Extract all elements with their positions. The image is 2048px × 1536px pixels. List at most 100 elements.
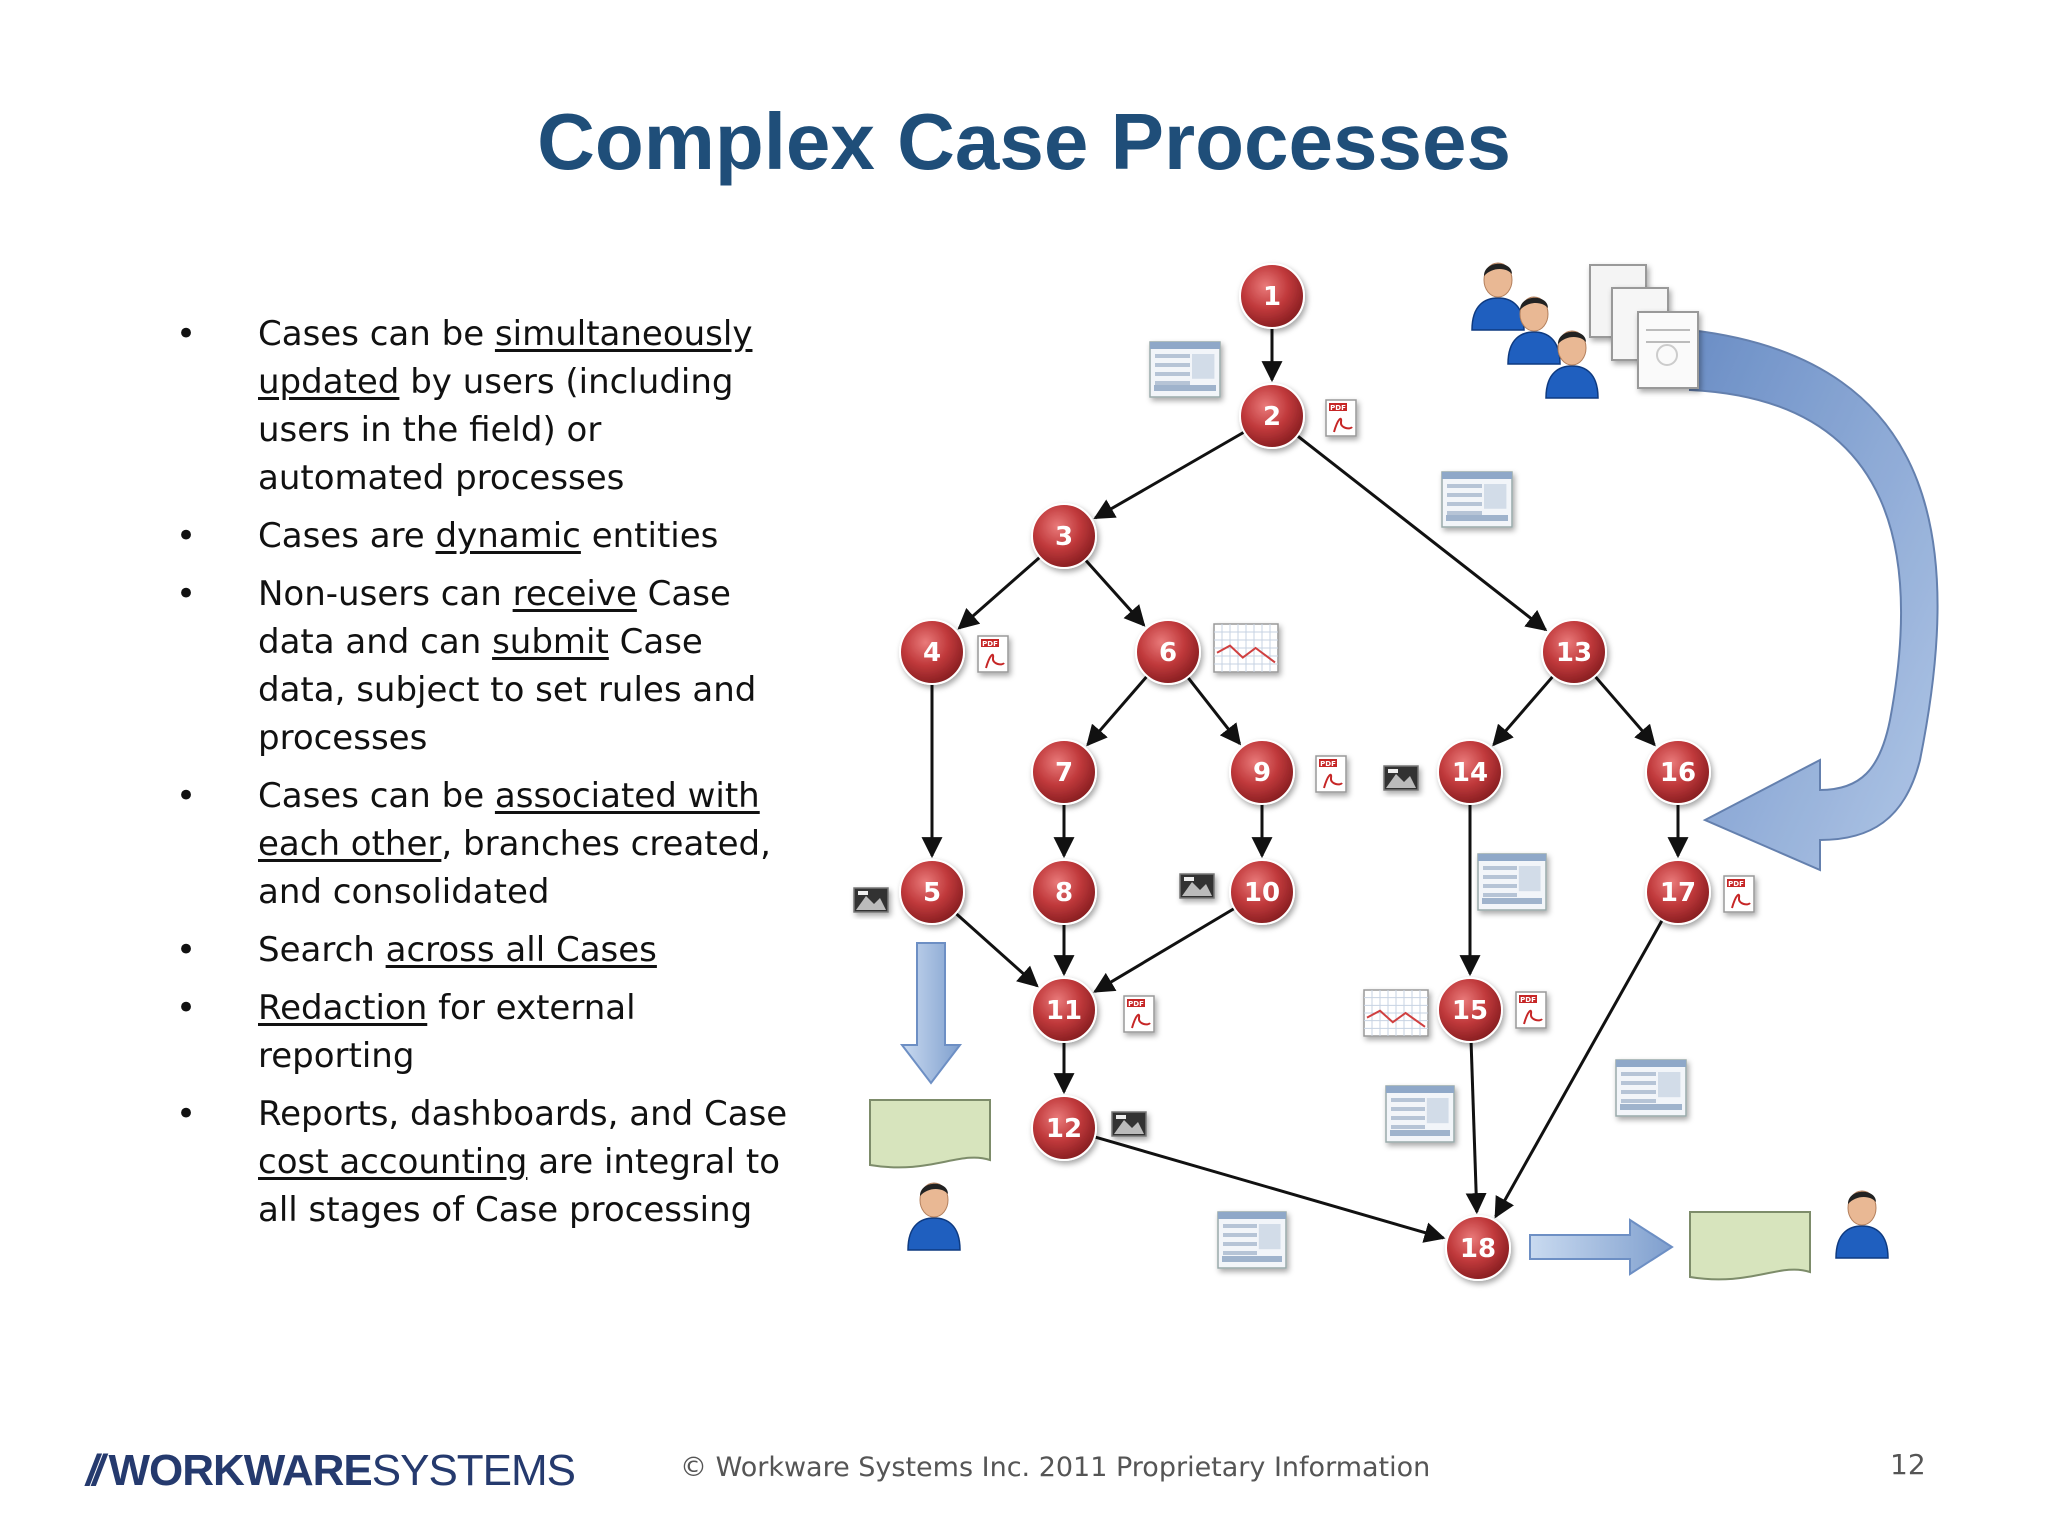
screenshot-icon — [1149, 341, 1221, 398]
person-icon — [1471, 262, 1525, 331]
bullet-marker: • — [176, 1094, 197, 1134]
edge-3-6 — [1084, 558, 1146, 627]
node-8: 8 — [1031, 859, 1097, 925]
bullet-list: • Cases can be simultaneously updated by … — [176, 310, 796, 1244]
bullet-text: Reports, dashboards, and Case — [258, 1094, 788, 1134]
node-label: 14 — [1452, 758, 1488, 788]
node-circle — [1239, 263, 1305, 329]
bullet-text: Cases are — [258, 516, 436, 556]
page-number: 12 — [1890, 1448, 1926, 1481]
node-circle — [1541, 619, 1607, 685]
node-circle — [1031, 977, 1097, 1043]
logo-text-light: SYSTEMS — [371, 1446, 576, 1495]
bullet-marker: • — [176, 314, 197, 354]
node-7: 7 — [1031, 739, 1097, 805]
node-15: 15 — [1437, 977, 1503, 1043]
node-13: 13 — [1541, 619, 1607, 685]
bullet-marker: • — [176, 516, 197, 556]
node-circle — [1445, 1215, 1511, 1281]
screenshot-icon — [1217, 1211, 1287, 1269]
bullet-emphasis: cost accounting — [258, 1142, 528, 1182]
footer-copyright: © Workware Systems Inc. 2011 Proprietary… — [680, 1452, 1431, 1483]
bullet-marker: • — [176, 776, 197, 816]
person-icon — [1835, 1190, 1889, 1259]
node-17: 17 — [1645, 859, 1711, 925]
node-label: 13 — [1556, 638, 1592, 668]
logo-text-bold: WORKWARE — [108, 1446, 372, 1495]
pdf-icon: PDF — [1315, 755, 1347, 793]
photo-icon — [1383, 765, 1419, 791]
bullet-emphasis: simultaneously updated — [258, 314, 753, 402]
edge-2-13 — [1296, 434, 1548, 632]
node-circle — [1031, 859, 1097, 925]
edge-6-9 — [1186, 676, 1242, 746]
node-circle — [899, 859, 965, 925]
node-6: 6 — [1135, 619, 1201, 685]
down-block-arrow — [899, 942, 963, 1085]
edge-12-18 — [1094, 1135, 1446, 1243]
node-label: 12 — [1046, 1114, 1082, 1144]
node-circle — [899, 619, 965, 685]
bullet-text: Cases can be — [258, 776, 495, 816]
edge-2-3 — [1093, 430, 1246, 520]
node-circle — [1229, 859, 1295, 925]
node-18: 18 — [1445, 1215, 1511, 1281]
node-4: 4 — [899, 619, 965, 685]
bullet-text: are integral to all stages of Case proce… — [258, 1142, 781, 1230]
bullet-item: • Reports, dashboards, and Case cost acco… — [176, 1090, 796, 1234]
pdf-icon: PDF — [1515, 991, 1547, 1029]
pdf-icon: PDF — [977, 635, 1009, 673]
node-circle — [1437, 977, 1503, 1043]
node-label: 2 — [1263, 402, 1281, 432]
graph-paper-icon — [1363, 989, 1429, 1037]
pdf-icon-label: PDF — [1128, 1000, 1144, 1008]
node-label: 8 — [1055, 878, 1073, 908]
edge-5-11 — [954, 912, 1039, 988]
bullet-marker: • — [176, 574, 197, 614]
person-icon — [907, 1182, 961, 1251]
bullet-emphasis: receive — [512, 574, 637, 614]
bullet-item: • Cases can be associated with each other… — [176, 772, 796, 916]
node-label: 7 — [1055, 758, 1073, 788]
bullet-item: •Redaction for external reporting — [176, 984, 796, 1080]
node-circle — [1229, 739, 1295, 805]
screenshot-icon — [1615, 1059, 1687, 1117]
node-circle — [1135, 619, 1201, 685]
bullet-emphasis: dynamic — [435, 516, 581, 556]
bullet-text: Case data and can — [258, 574, 731, 662]
bullet-text: by users (including users in the field) … — [258, 362, 734, 498]
edge-15-18 — [1465, 1041, 1487, 1215]
node-11: 11 — [1031, 977, 1097, 1043]
node-label: 5 — [923, 878, 941, 908]
node-3: 3 — [1031, 503, 1097, 569]
node-label: 18 — [1460, 1234, 1496, 1264]
photo-icon — [1179, 873, 1215, 899]
node-label: 6 — [1159, 638, 1177, 668]
bullet-emphasis: associated with each other — [258, 776, 760, 864]
logo-slash: // — [86, 1446, 105, 1495]
node-label: 10 — [1244, 878, 1280, 908]
node-label: 17 — [1660, 878, 1696, 908]
edge-13-16 — [1593, 675, 1656, 747]
node-circle — [1239, 383, 1305, 449]
node-label: 11 — [1046, 996, 1082, 1026]
return-curve-arrow — [1689, 328, 1939, 872]
node-circle — [1031, 503, 1097, 569]
edge-17-18 — [1494, 919, 1664, 1219]
screenshot-icon — [1477, 853, 1547, 911]
node-9: 9 — [1229, 739, 1295, 805]
node-10: 10 — [1229, 859, 1295, 925]
node-label: 3 — [1055, 522, 1073, 552]
pdf-icon-label: PDF — [982, 640, 998, 648]
screenshot-icon — [1385, 1085, 1455, 1143]
bullet-emphasis: across all Cases — [385, 930, 657, 970]
node-5: 5 — [899, 859, 965, 925]
edge-3-4 — [957, 555, 1041, 630]
output-document-left — [869, 1099, 991, 1169]
bullet-text: , branches created, and consolidated — [258, 824, 771, 912]
company-logo: //WORKWARESYSTEMS — [86, 1446, 576, 1496]
node-label: 15 — [1452, 996, 1488, 1026]
pdf-icon: PDF — [1123, 995, 1155, 1033]
